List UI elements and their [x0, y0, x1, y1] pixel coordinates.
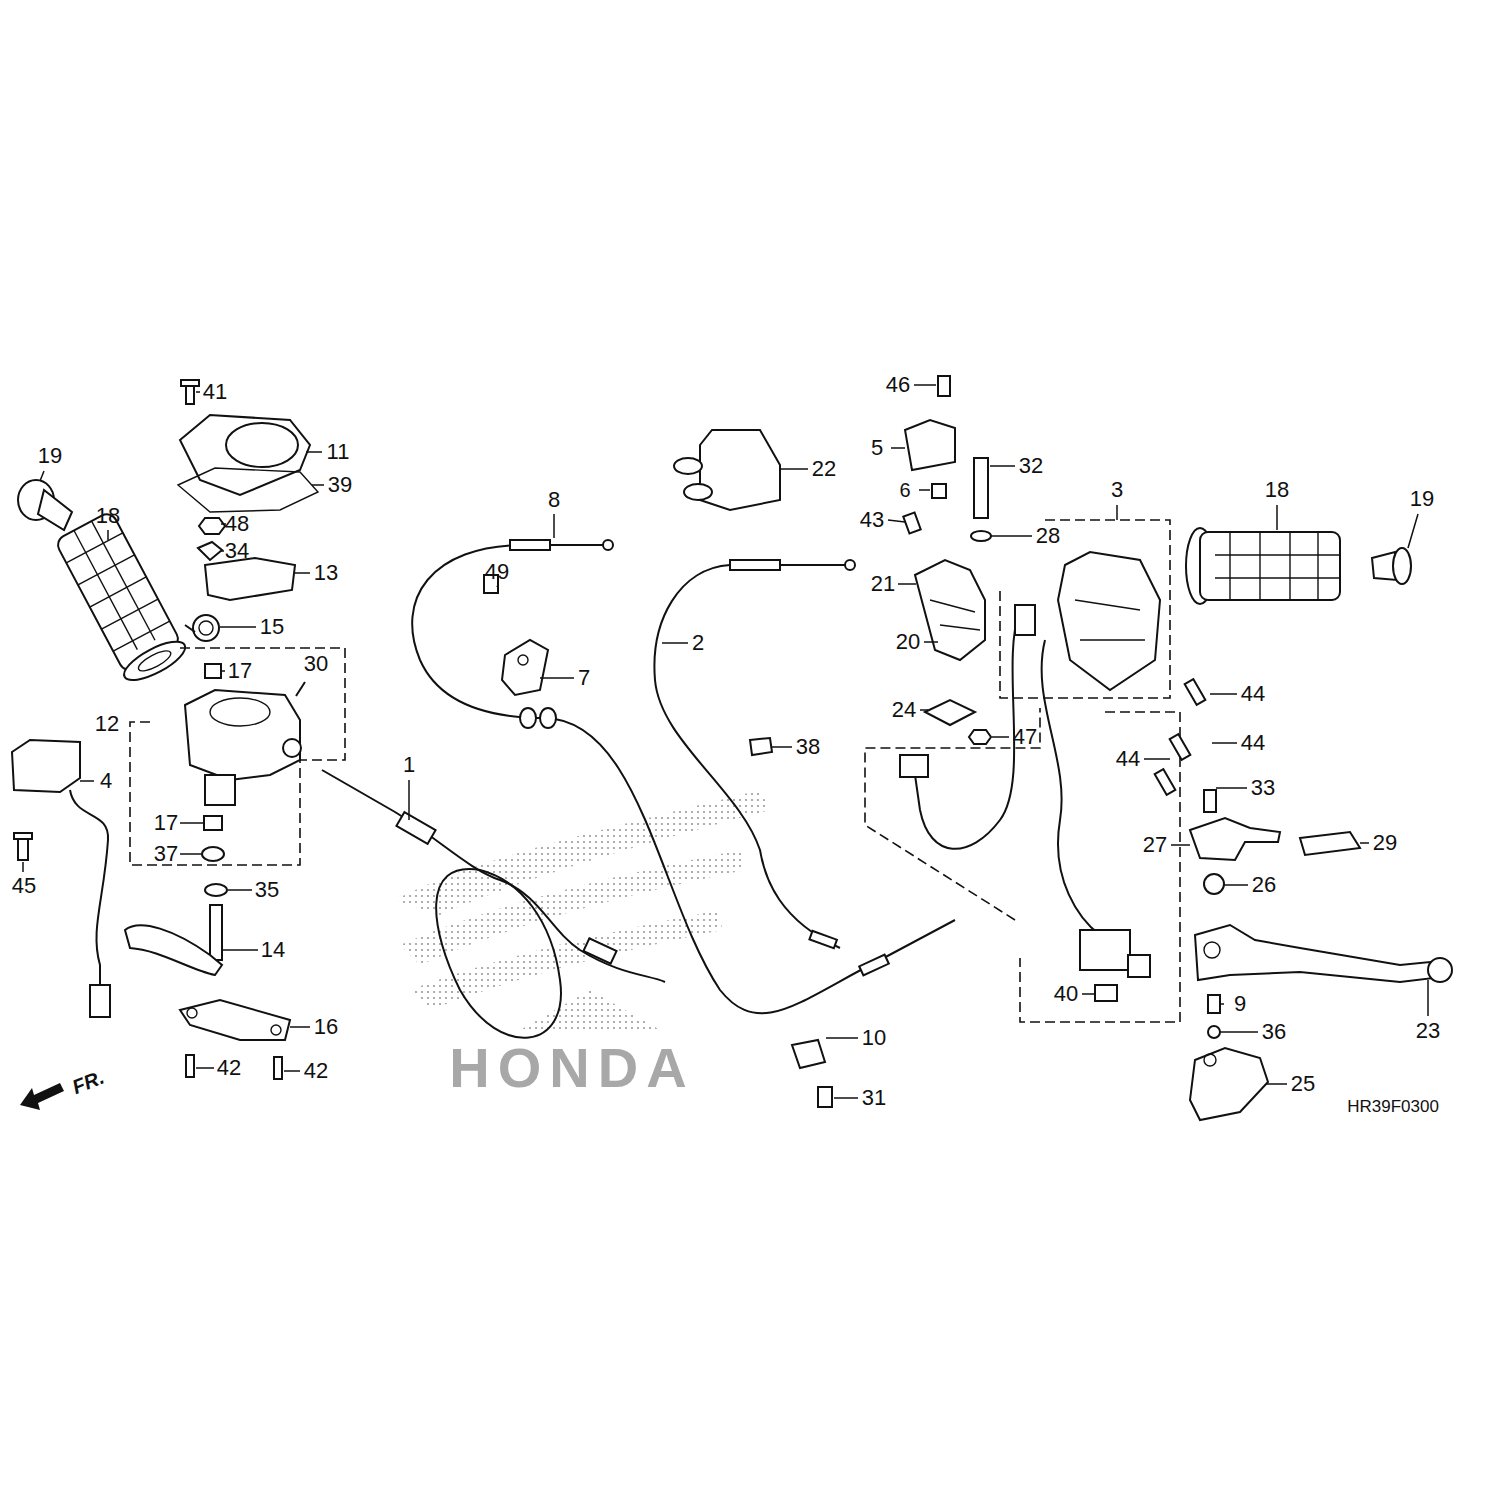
callout-number: 3 [1111, 479, 1123, 501]
callout-number: 16 [314, 1016, 338, 1038]
callout-number: 42 [217, 1057, 241, 1079]
callout-number: 5 [871, 437, 883, 459]
throttle-parts [178, 380, 318, 641]
callout-number: 6 [899, 480, 910, 500]
callout-number: 17 [228, 660, 252, 682]
callout-number: 12 [95, 713, 119, 735]
callout-number: 15 [260, 616, 284, 638]
callout-number: 44 [1241, 732, 1265, 754]
callout-number: 1 [403, 754, 415, 776]
relay-5 [903, 376, 991, 541]
callout-number: 2 [692, 632, 704, 654]
callout-number: 20 [896, 631, 920, 653]
watermark-wing [395, 790, 770, 1030]
front-arrow [20, 1083, 64, 1110]
callout-number: 48 [225, 513, 249, 535]
callout-number: 37 [154, 843, 178, 865]
callout-number: 24 [892, 699, 916, 721]
callout-number: 41 [203, 381, 227, 403]
callout-number: 11 [327, 441, 350, 463]
callout-number: 34 [225, 540, 249, 562]
callout-number: 4 [100, 770, 112, 792]
callout-number: 14 [261, 939, 285, 961]
callout-number: 40 [1054, 983, 1078, 1005]
callout-number: 43 [860, 509, 884, 531]
callout-number: 46 [886, 374, 910, 396]
callout-number: 17 [154, 812, 178, 834]
cable-2 [654, 560, 855, 948]
callout-number: 18 [96, 505, 120, 527]
callout-number: 28 [1036, 525, 1060, 547]
callout-number: 44 [1241, 683, 1265, 705]
callout-number: 30 [304, 653, 328, 675]
callout-number: 25 [1291, 1073, 1315, 1095]
switch-3 [865, 520, 1180, 1022]
callout-number: 18 [1265, 479, 1289, 501]
callout-number: 19 [38, 445, 62, 467]
callout-number: 33 [1251, 777, 1275, 799]
switch-4 [12, 740, 110, 1017]
callout-number: 9 [1234, 993, 1246, 1015]
leader-lines [23, 385, 1428, 1098]
callout-number: 23 [1416, 1020, 1440, 1042]
callout-number: 32 [1019, 455, 1043, 477]
callout-number: 10 [862, 1027, 886, 1049]
callout-number: 35 [255, 879, 279, 901]
grip-right [1186, 528, 1411, 604]
cable-8 [412, 540, 955, 1013]
brake-lever [1155, 679, 1452, 1120]
callout-number: 31 [862, 1087, 886, 1109]
callout-number: 49 [485, 561, 509, 583]
callout-number: 22 [812, 458, 836, 480]
callout-number: 38 [796, 736, 820, 758]
grip-left [53, 510, 191, 688]
callout-number: 36 [1262, 1021, 1286, 1043]
front-marker: FR. [69, 1067, 106, 1098]
callout-number: 44 [1116, 748, 1140, 770]
callout-number: 39 [328, 474, 352, 496]
throttle-housing [130, 648, 345, 865]
bar-end-left [18, 480, 72, 530]
callout-number: 29 [1373, 832, 1397, 854]
callout-number: 8 [548, 489, 560, 511]
callout-number: 19 [1410, 488, 1434, 510]
figure-code: HR39F0300 [1347, 1098, 1439, 1115]
lever-14 [125, 884, 290, 1079]
clamp-7 [484, 575, 832, 1107]
callout-number: 42 [304, 1060, 328, 1082]
callout-number: 26 [1252, 874, 1276, 896]
callout-number: 7 [578, 667, 590, 689]
callout-number: 47 [1013, 726, 1037, 748]
callout-number: 27 [1143, 834, 1167, 856]
cover-22 [674, 430, 780, 510]
cable-1 [322, 770, 665, 1038]
watermark: HONDA [449, 1040, 694, 1096]
switch-bracket [915, 560, 991, 744]
callout-number: 21 [871, 573, 895, 595]
callout-number: 45 [12, 875, 36, 897]
callout-number: 13 [314, 562, 338, 584]
